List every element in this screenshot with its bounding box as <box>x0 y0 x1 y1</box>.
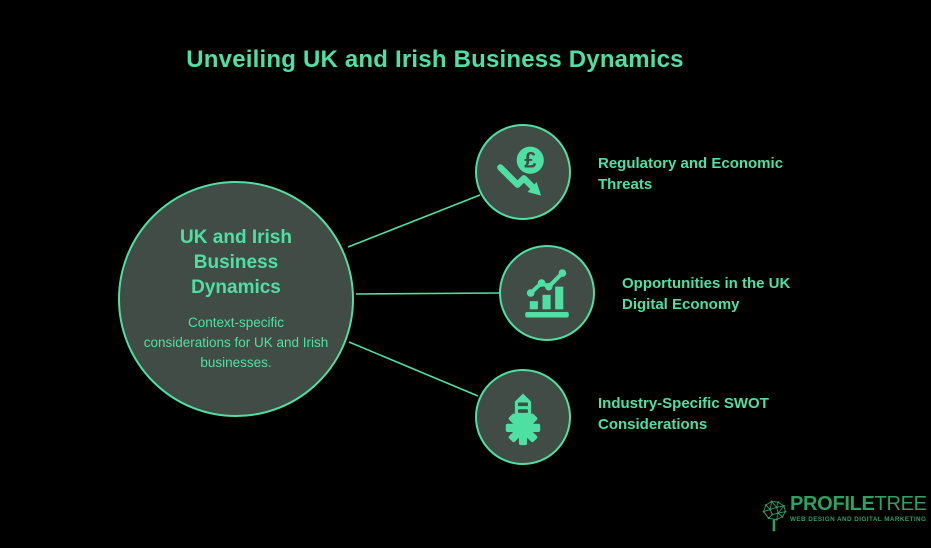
tree-icon <box>762 500 787 532</box>
center-node: UK and Irish Business Dynamics Context-s… <box>118 181 354 417</box>
branch-label-line: Digital Economy <box>622 296 740 313</box>
branch-label-line: Opportunities in the UK <box>622 275 791 292</box>
branch-label-regulatory-threats: Regulatory and Economic Threats <box>598 153 783 195</box>
brand-bold: PROFILE <box>790 493 875 515</box>
branch-circle-regulatory-threats: £ <box>475 124 571 220</box>
center-node-heading: UK and Irish Business Dynamics <box>180 227 292 298</box>
branch-label-line: Considerations <box>598 416 708 433</box>
branch-label-industry-swot: Industry-Specific SWOT Considerations <box>598 393 769 435</box>
branch-label-line: Regulatory and Economic <box>598 155 784 172</box>
center-node-description: Context-specific considerations for UK a… <box>143 315 329 370</box>
brand-light: TREE <box>874 493 927 515</box>
brand-tagline: WEB DESIGN AND DIGITAL MARKETING <box>790 516 927 523</box>
page-title: Unveiling UK and Irish Business Dynamics <box>186 46 684 73</box>
branch-label-digital-economy: Opportunities in the UK Digital Economy <box>622 273 790 315</box>
branch-label-line: Threats <box>598 176 653 193</box>
profiletree-logo: PROFILETREE WEB DESIGN AND DIGITAL MARKE… <box>760 492 927 540</box>
branch-circle-digital-economy <box>499 245 595 341</box>
branch-circle-industry-swot <box>475 369 571 465</box>
branch-label-line: Industry-Specific SWOT <box>598 395 769 412</box>
logo-text: PROFILETREE WEB DESIGN AND DIGITAL MARKE… <box>790 494 927 523</box>
svg-text:£: £ <box>524 147 536 172</box>
brand-wordmark: PROFILETREE <box>790 494 927 514</box>
industry-gear-icon <box>505 393 541 446</box>
growth-chart-icon <box>525 269 569 318</box>
pound-decline-icon: £ <box>497 146 544 196</box>
